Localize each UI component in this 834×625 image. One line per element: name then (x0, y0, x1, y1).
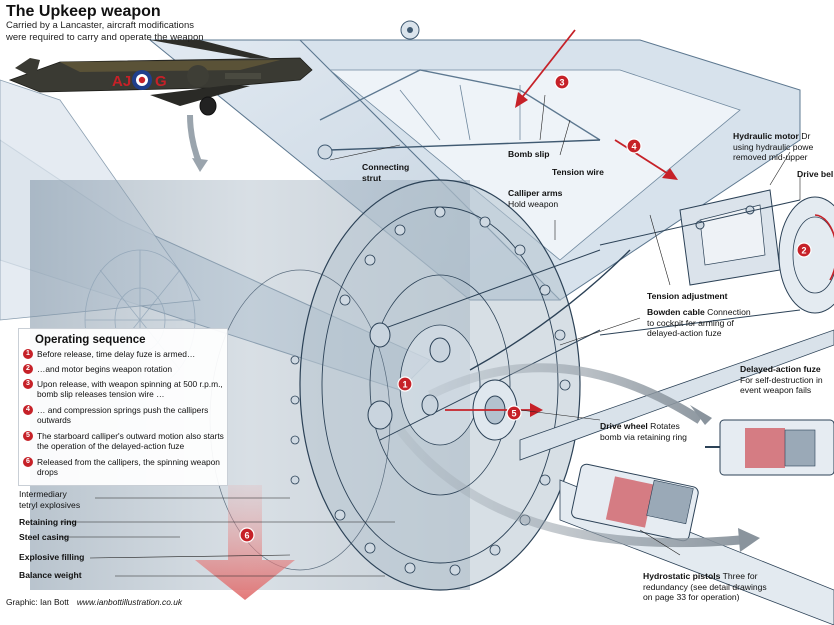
label-balance-weight: Balance weight (19, 570, 82, 580)
sequence-step-3: 3 Upon release, with weapon spinning at … (23, 379, 225, 400)
motion-arrow-upper (427, 363, 703, 424)
frame-rod (519, 329, 834, 461)
step-text: Upon release, with weapon spinning at 50… (37, 379, 223, 400)
aircraft-arrow-head (192, 158, 208, 172)
step-text: … and compression springs push the calli… (37, 405, 209, 426)
credit-url[interactable]: www.ianbottillustration.co.uk (76, 597, 183, 607)
svg-text:6: 6 (244, 531, 249, 541)
step-number: 1 (23, 349, 33, 359)
step-text: The starboard calliper's outward motion … (37, 431, 224, 452)
motion-arrow-lower (396, 427, 741, 548)
label-drive-wheel: Drive wheel Rotates bomb via retaining r… (600, 421, 687, 442)
svg-text:2: 2 (801, 246, 806, 256)
label-hydrostatic-pistols: Hydrostatic pistols Three for redundancy… (643, 571, 767, 602)
label-bowden-cable: Bowden cable Connection to cockpit for a… (647, 307, 751, 338)
label-tension-adjustment: Tension adjustment (647, 291, 728, 301)
svg-text:5: 5 (511, 409, 516, 419)
sequence-step-6: 6 Released from the callipers, the spinn… (23, 457, 225, 478)
aircraft-code-right: G (155, 73, 167, 90)
svg-text:4: 4 (631, 142, 636, 152)
marker-6: 6 (239, 527, 255, 543)
step-number: 5 (23, 431, 33, 441)
label-drive-belt: Drive bel (797, 169, 834, 179)
sequence-step-2: 2 …and motor begins weapon rotation (23, 364, 225, 374)
label-connecting-strut: Connecting strut (362, 162, 410, 183)
marker-5: 5 (506, 405, 522, 421)
hydrostatic-pistol-detail (559, 463, 834, 625)
leader-lines (60, 94, 801, 577)
step-number: 2 (23, 364, 33, 374)
marker-1: 1 (397, 376, 413, 392)
credit-text: Graphic: Ian Bott (6, 597, 69, 607)
marker-3: 3 (554, 74, 570, 90)
operating-sequence-title: Operating sequence (35, 334, 146, 346)
operating-sequence-panel: Operating sequence 1 Before release, tim… (18, 328, 228, 486)
page-title: The Upkeep weapon (6, 3, 161, 20)
aircraft-arrow (187, 114, 203, 167)
label-retaining-ring: Retaining ring (19, 517, 77, 527)
label-intermediary-explosives: Intermediary tetryl explosives (19, 489, 81, 510)
label-explosive-filling: Explosive filling (19, 552, 85, 562)
marker-4: 4 (626, 138, 642, 154)
page-subtitle: Carried by a Lancaster, aircraft modific… (6, 20, 204, 43)
marker-2: 2 (796, 242, 812, 258)
calliper-arrow (614, 139, 671, 176)
graphic-credit: Graphic: Ian Bott www.ianbottillustration… (6, 597, 182, 607)
sequence-step-1: 1 Before release, time delay fuze is arm… (23, 349, 225, 359)
label-hydraulic-motor: Hydraulic motor Dr using hydraulic powe … (733, 131, 814, 162)
label-calliper-arms: Calliper arms Hold weapon (508, 188, 563, 209)
step-text: …and motor begins weapon rotation (37, 364, 173, 374)
step-number: 4 (23, 405, 33, 415)
drop-arrow (195, 485, 295, 600)
label-delayed-action-fuze: Delayed-action fuze For self-destruction… (740, 364, 823, 395)
bowden-cable (469, 249, 631, 371)
svg-text:3: 3 (559, 78, 564, 88)
label-bomb-slip: Bomb slip (508, 149, 550, 159)
calliper-arrow-head (662, 168, 678, 180)
step-text: Released from the callipers, the spinnin… (37, 457, 220, 478)
svg-text:1: 1 (402, 380, 407, 390)
fuze-arrow-head (530, 403, 543, 417)
label-steel-casing: Steel casing (19, 532, 70, 542)
sequence-step-5: 5 The starboard calliper's outward motio… (23, 431, 225, 452)
hydraulic-motor (679, 189, 781, 286)
sequence-step-4: 4 … and compression springs push the cal… (23, 405, 225, 426)
drive-hub (367, 249, 601, 441)
motion-arrow-upper-head (690, 405, 712, 425)
label-tension-wire: Tension wire (552, 167, 604, 177)
aircraft-code-left: AJ (112, 73, 131, 90)
step-number: 6 (23, 457, 33, 467)
motion-arrow-lower-head (738, 528, 760, 552)
delayed-action-fuze-detail (705, 419, 834, 476)
step-text: Before release, time delay fuze is armed… (37, 349, 196, 359)
step-number: 3 (23, 379, 33, 389)
retaining-ring-bolts (290, 206, 571, 576)
release-arrow-head (515, 92, 528, 108)
release-arrow (519, 29, 576, 101)
lancaster-aircraft: AJ G (8, 40, 313, 116)
